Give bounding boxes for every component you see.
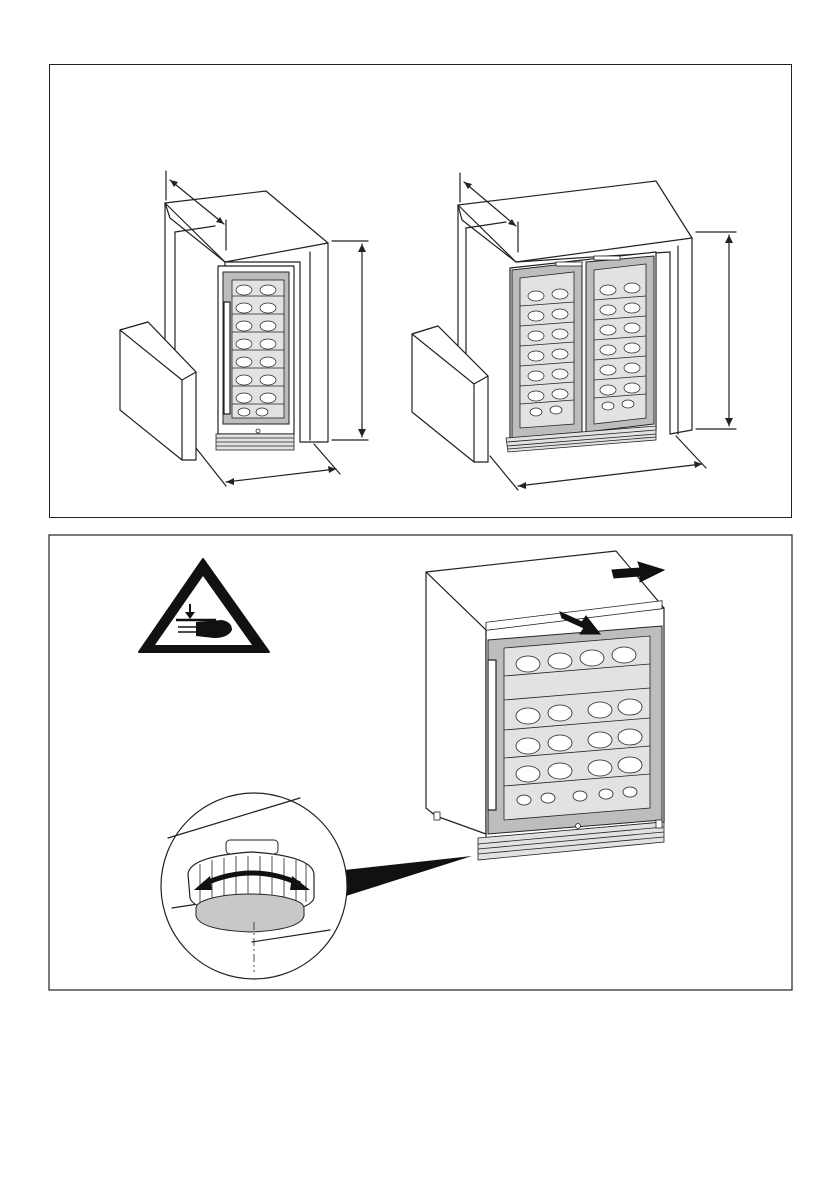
double-door-niche-illustration [412,173,736,490]
detail-callout-pointer [326,856,472,896]
single-door-niche-illustration [120,171,368,486]
height-dimension-arrow [332,241,368,440]
single-door-wine-cooler [216,266,294,450]
figure-panel-installation-adjustment [49,535,792,990]
wine-cooler-slide-in [426,551,664,860]
side-panel-block [120,322,196,460]
adjustable-foot-detail [161,793,347,979]
height-dimension-arrow [696,232,736,429]
crush-hazard-warning-icon [139,559,269,652]
double-door-wine-cooler [506,252,656,452]
side-panel-block [412,326,488,462]
